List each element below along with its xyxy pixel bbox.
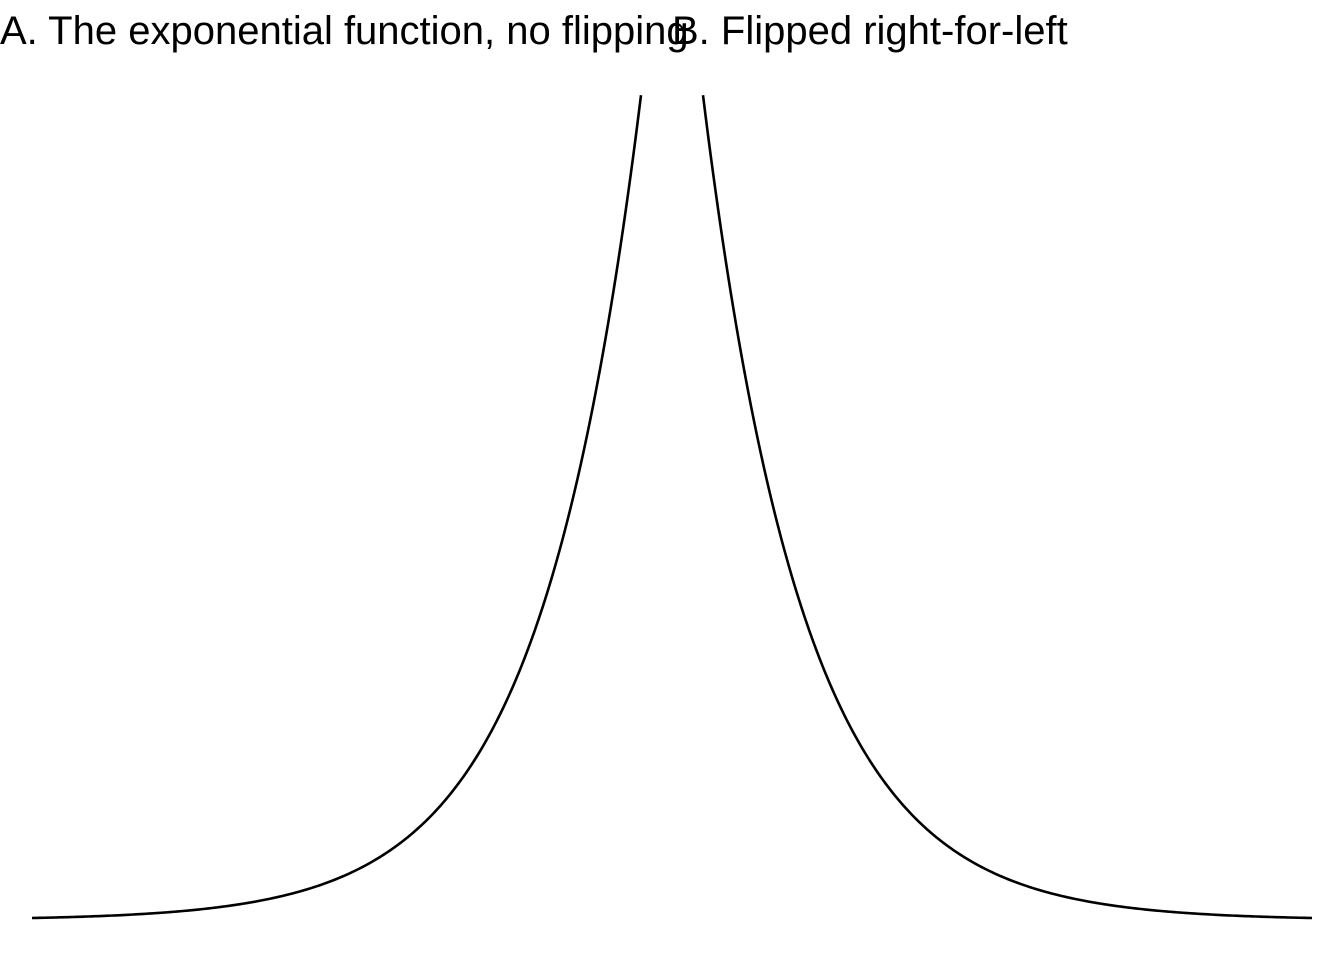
panel-b-title: B. Flipped right-for-left xyxy=(672,9,1068,53)
panel-b-curve xyxy=(701,95,1313,920)
panel-a xyxy=(31,95,643,920)
panel-b xyxy=(701,95,1313,920)
panel-a-title: A. The exponential function, no flipping xyxy=(0,9,689,53)
panel-a-curve xyxy=(31,95,643,920)
